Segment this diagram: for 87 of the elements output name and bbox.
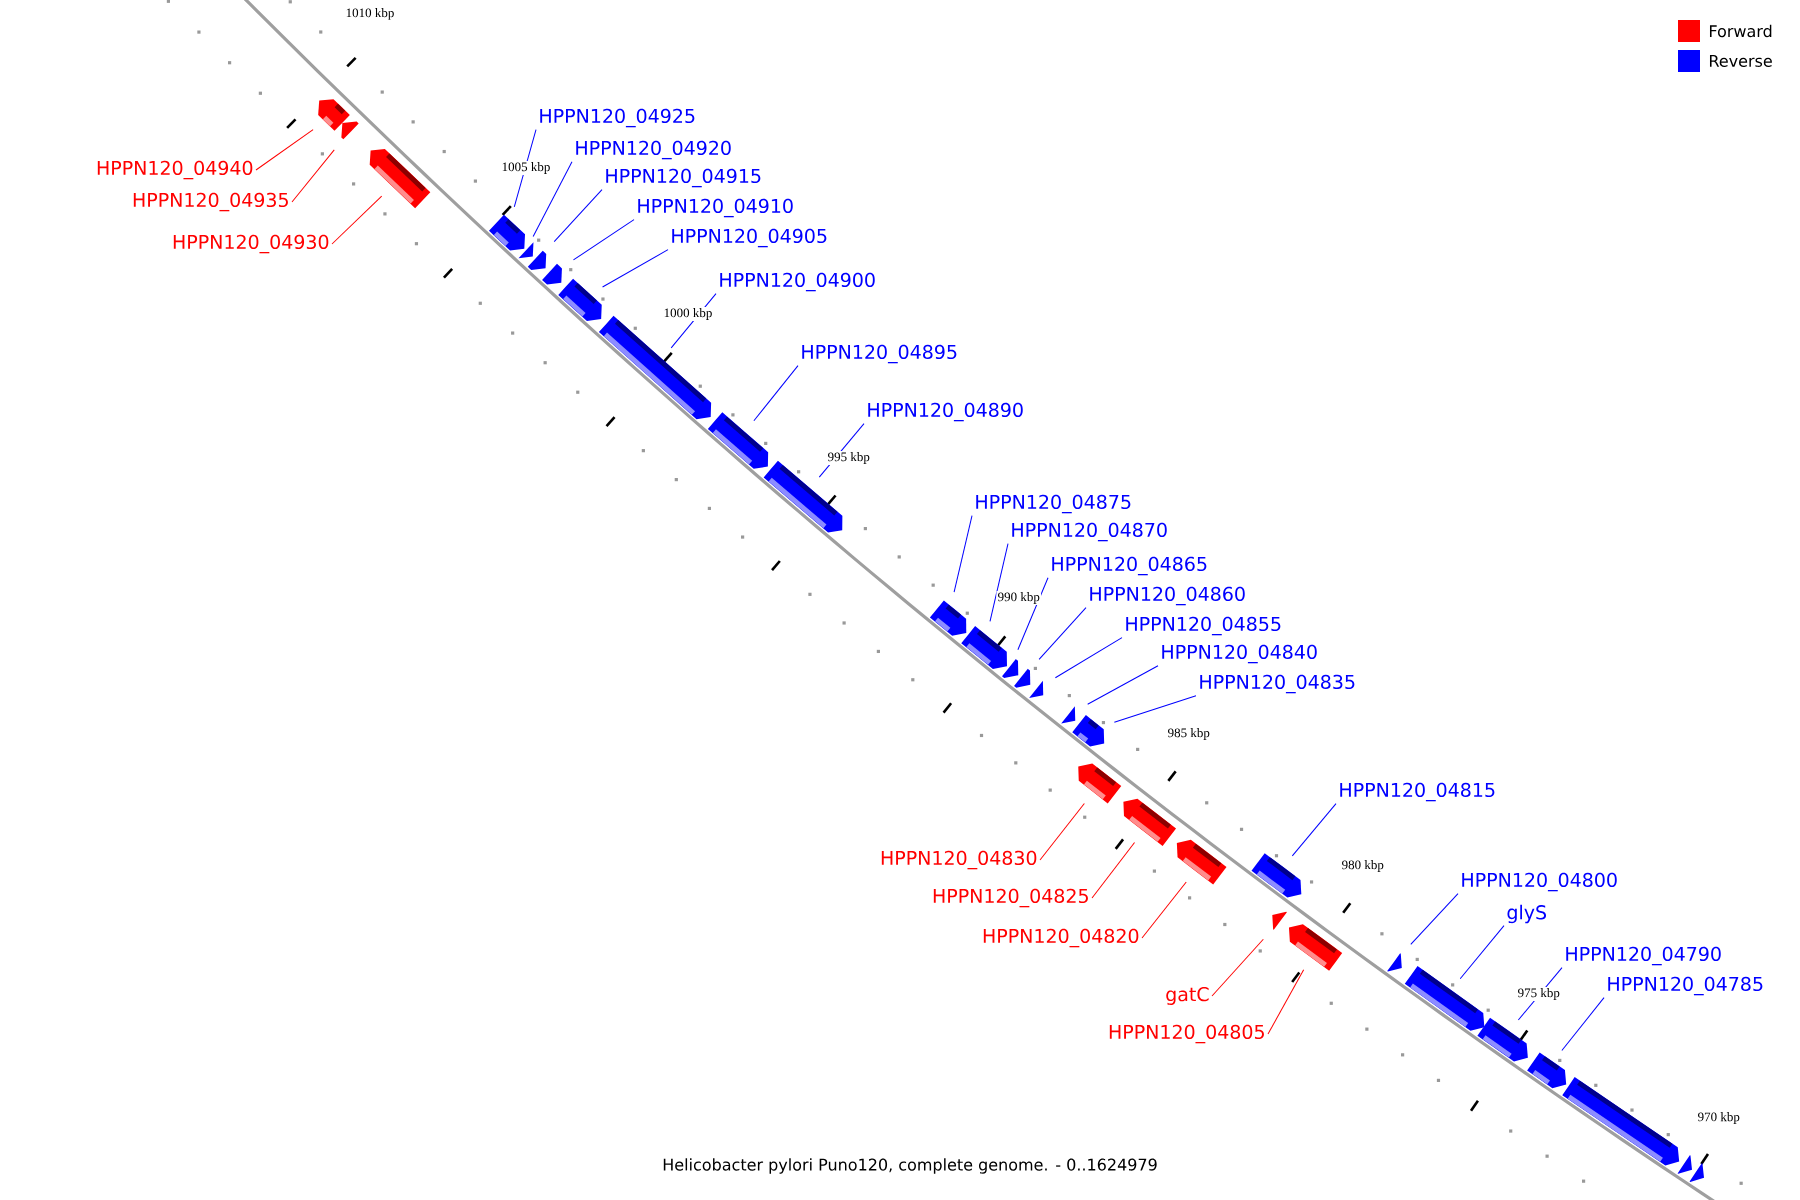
leader-line bbox=[1410, 893, 1459, 945]
gene-block bbox=[1078, 763, 1122, 804]
leader-line bbox=[1038, 607, 1087, 660]
leader-line bbox=[291, 149, 335, 203]
gene-block bbox=[1562, 1077, 1680, 1166]
gene-label: HPPN120_04875 bbox=[976, 494, 1131, 514]
gene-label: HPPN120_04930 bbox=[173, 234, 329, 254]
gene-block bbox=[1014, 668, 1031, 688]
gene-label: HPPN120_04905 bbox=[672, 228, 827, 248]
gene-block bbox=[1029, 680, 1044, 698]
gene-block bbox=[369, 148, 431, 209]
gene-block bbox=[1477, 1017, 1528, 1062]
gene-block bbox=[1288, 924, 1343, 971]
gene-label: HPPN120_04820 bbox=[983, 928, 1139, 948]
gene-label: HPPN120_04865 bbox=[1052, 556, 1207, 576]
gene-label: HPPN120_04910 bbox=[638, 198, 793, 218]
gene-block bbox=[558, 278, 602, 321]
leader-line bbox=[1017, 577, 1049, 651]
gene-label: HPPN120_04915 bbox=[606, 168, 761, 188]
gene-block bbox=[961, 626, 1007, 669]
gene-block bbox=[763, 460, 843, 533]
gene-block bbox=[1689, 1163, 1704, 1182]
caption: Helicobacter pylori Puno120, complete genome. - 0..1624979 bbox=[663, 1158, 1157, 1174]
leader-line bbox=[1291, 803, 1337, 857]
legend-label: Reverse bbox=[1710, 55, 1772, 67]
gene-label: HPPN120_04835 bbox=[1200, 674, 1355, 694]
gene-label: HPPN120_04805 bbox=[1109, 1024, 1264, 1044]
leader-line bbox=[331, 195, 383, 245]
gene-block bbox=[707, 412, 769, 469]
gene-label: gatC bbox=[1166, 986, 1209, 1006]
gene-label: HPPN120_04895 bbox=[802, 344, 957, 364]
leader-line bbox=[1113, 695, 1197, 723]
gene-block bbox=[527, 250, 547, 271]
leader-line bbox=[1211, 938, 1264, 997]
leader-line bbox=[953, 515, 973, 593]
gene-block bbox=[1387, 953, 1402, 972]
gene-label: HPPN120_04815 bbox=[1340, 782, 1495, 802]
gene-label: HPPN120_04935 bbox=[133, 192, 288, 212]
gene-label: glyS bbox=[1507, 904, 1546, 924]
gene-block bbox=[1176, 839, 1227, 885]
gene-label: HPPN120_04825 bbox=[933, 888, 1088, 908]
gene-block bbox=[1272, 911, 1287, 930]
gene-label: HPPN120_04920 bbox=[576, 140, 731, 160]
gene-label: HPPN120_04940 bbox=[97, 160, 253, 180]
gene-block bbox=[1123, 798, 1177, 846]
leader-line bbox=[989, 543, 1009, 622]
leader-line bbox=[532, 161, 573, 237]
leader-line bbox=[1054, 637, 1123, 679]
gene-block bbox=[1251, 853, 1302, 898]
leader-line bbox=[1039, 802, 1085, 861]
gene-block bbox=[1002, 659, 1019, 678]
gene-label: HPPN120_04890 bbox=[868, 402, 1023, 422]
leader-line bbox=[1087, 665, 1159, 705]
gene-label: HPPN120_04830 bbox=[881, 850, 1037, 870]
gene-block bbox=[1072, 715, 1105, 747]
leader-line bbox=[1517, 967, 1563, 1021]
leader-line bbox=[1141, 881, 1187, 939]
gene-label: HPPN120_04785 bbox=[1608, 976, 1763, 996]
leader-line bbox=[753, 365, 799, 422]
gene-label: HPPN120_04870 bbox=[1012, 522, 1167, 542]
gene-block bbox=[318, 99, 350, 131]
leader-line bbox=[1091, 841, 1136, 899]
gene-block bbox=[341, 121, 359, 140]
gene-label: HPPN120_04925 bbox=[540, 108, 695, 128]
gene-label: HPPN120_04900 bbox=[720, 272, 875, 292]
gene-label: HPPN120_04840 bbox=[1162, 644, 1317, 664]
gene-label: HPPN120_04855 bbox=[1126, 616, 1281, 636]
leader-line bbox=[1561, 997, 1605, 1051]
leader-line bbox=[1267, 969, 1305, 1035]
leader-line bbox=[572, 219, 635, 261]
leader-line bbox=[1459, 925, 1505, 980]
leader-line bbox=[818, 423, 865, 478]
legend-label: Forward bbox=[1710, 24, 1772, 38]
gene-block bbox=[518, 242, 534, 259]
gene-label: HPPN120_04860 bbox=[1090, 586, 1245, 606]
gene-block bbox=[1527, 1052, 1567, 1089]
gene-block bbox=[1404, 965, 1485, 1031]
gene-block bbox=[542, 263, 562, 285]
gene-block bbox=[489, 214, 526, 251]
leader-line bbox=[602, 249, 669, 288]
gene-label: HPPN120_04800 bbox=[1462, 872, 1617, 892]
gene-block bbox=[1677, 1155, 1692, 1174]
gene-block bbox=[929, 600, 967, 636]
gene-block bbox=[1061, 706, 1076, 724]
leader-line bbox=[553, 189, 603, 243]
leader-line bbox=[255, 129, 314, 171]
gene-label: HPPN120_04790 bbox=[1566, 946, 1721, 966]
